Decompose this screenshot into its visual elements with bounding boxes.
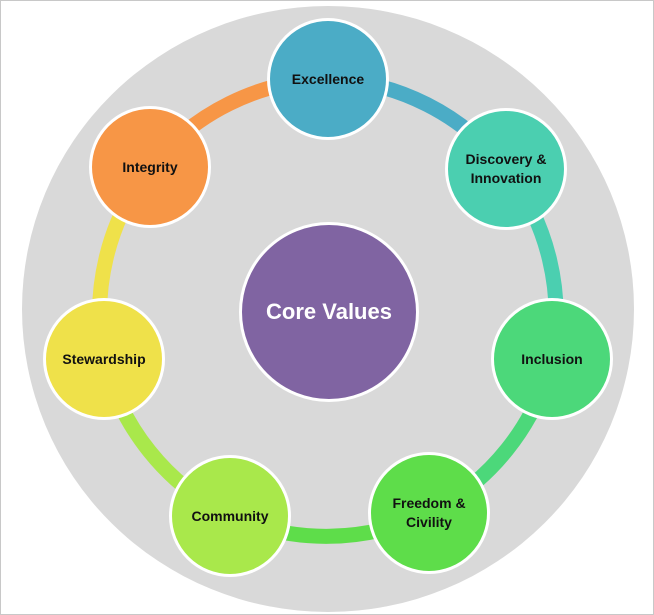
value-node-label: Inclusion — [521, 350, 583, 367]
value-node-label: Integrity — [122, 158, 178, 175]
value-node-discovery-innovation: Discovery & Innovation — [445, 108, 567, 230]
value-node-community: Community — [169, 455, 291, 577]
value-node-label: Stewardship — [62, 350, 146, 367]
value-node-integrity: Integrity — [89, 106, 211, 228]
center-core-values: Core Values — [239, 222, 419, 402]
value-node-excellence: Excellence — [267, 18, 389, 140]
value-node-inclusion: Inclusion — [491, 298, 613, 420]
value-node-label: Community — [191, 507, 269, 524]
center-label: Core Values — [266, 299, 392, 324]
value-node-stewardship: Stewardship — [43, 298, 165, 420]
value-node-label: Freedom & Civility — [392, 495, 466, 530]
value-node-label: Discovery & Innovation — [465, 151, 547, 186]
value-node-freedom-civility: Freedom & Civility — [368, 452, 490, 574]
value-node-label: Excellence — [291, 70, 365, 87]
